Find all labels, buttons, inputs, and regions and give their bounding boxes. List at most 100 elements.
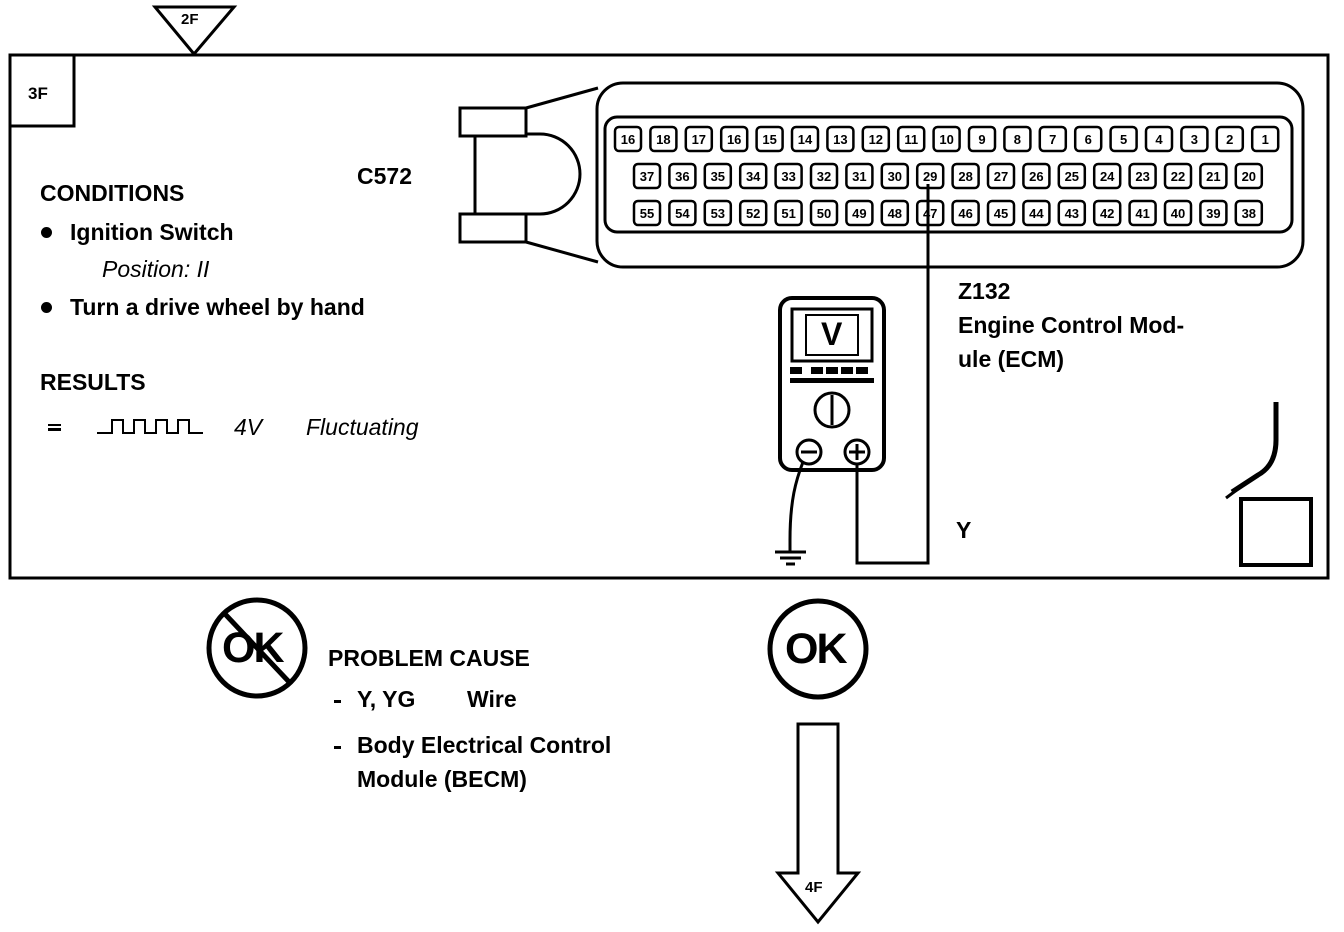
- pin-52: 52: [738, 199, 768, 227]
- pin-23: 23: [1128, 162, 1157, 190]
- pin-24: 24: [1092, 162, 1122, 190]
- pin-38: 38: [1234, 199, 1264, 227]
- pin-number: 10: [939, 132, 953, 147]
- pin-50: 50: [809, 199, 839, 227]
- step-id-label: 3F: [28, 84, 48, 103]
- negative-lead: [788, 461, 805, 541]
- pin-4: 4: [1144, 125, 1174, 153]
- pin-number: 17: [692, 132, 706, 147]
- pin-39: 39: [1199, 199, 1228, 227]
- connector-label: C572: [357, 163, 412, 189]
- pin-51: 51: [774, 199, 803, 227]
- pin-number: 35: [711, 169, 725, 184]
- pin-number: 55: [640, 206, 654, 221]
- next-step-arrow[interactable]: [774, 722, 862, 925]
- step-id-box: [8, 53, 76, 128]
- pin-20: 20: [1234, 162, 1264, 190]
- pin-number: 48: [888, 206, 902, 221]
- equals-icon: [48, 424, 61, 431]
- problem-cause-heading: PROBLEM CAUSE: [328, 645, 530, 671]
- cause-becm-line2: Module (BECM): [357, 766, 527, 792]
- pin-number: 22: [1171, 169, 1185, 184]
- pin-33: 33: [774, 162, 803, 190]
- module-name-line2: ule (ECM): [958, 346, 1065, 372]
- pin-17: 17: [684, 125, 714, 153]
- pin-number: 5: [1120, 132, 1127, 147]
- pin-25: 25: [1057, 162, 1087, 190]
- pin-number: 23: [1135, 169, 1149, 184]
- pin-28: 28: [951, 162, 980, 190]
- pin-27: 27: [986, 162, 1016, 190]
- pin-44: 44: [1022, 199, 1051, 227]
- ok-badge[interactable]: [767, 598, 869, 700]
- pin-number: 53: [711, 206, 725, 221]
- pin-3: 3: [1180, 125, 1209, 153]
- ok-badge-label: OK: [785, 625, 847, 673]
- pin-42: 42: [1092, 199, 1122, 227]
- pin-number: 43: [1065, 206, 1079, 221]
- pin-number: 4: [1155, 132, 1163, 147]
- pin-number: 33: [781, 169, 795, 184]
- pin-34: 34: [738, 162, 768, 190]
- pin-number: 7: [1049, 132, 1056, 147]
- pin-21: 21: [1199, 162, 1228, 190]
- results-heading: RESULTS: [40, 369, 146, 395]
- pin-number: 15: [762, 132, 776, 147]
- square-wave-icon: [97, 419, 203, 434]
- pin-number: 45: [994, 206, 1008, 221]
- pin-number: 24: [1100, 169, 1115, 184]
- pin-5: 5: [1109, 125, 1138, 153]
- pin-number: 18: [656, 132, 670, 147]
- pin-22: 22: [1163, 162, 1193, 190]
- pin-number: 46: [958, 206, 972, 221]
- pin-43: 43: [1057, 199, 1087, 227]
- pin-45: 45: [986, 199, 1016, 227]
- pin-number: 8: [1014, 132, 1021, 147]
- pin-number: 41: [1135, 206, 1149, 221]
- condition-ignition-position: Position: II: [102, 256, 210, 282]
- pin-14: 14: [790, 125, 820, 153]
- pin-number: 14: [798, 132, 813, 147]
- pin-47: 47: [915, 199, 945, 227]
- multimeter: [778, 296, 886, 472]
- pin-46: 46: [951, 199, 980, 227]
- pin-number: 47: [923, 206, 937, 221]
- pin-54: 54: [668, 199, 697, 227]
- pin-number: 42: [1100, 206, 1114, 221]
- pin-37: 37: [632, 162, 662, 190]
- pin-10: 10: [932, 125, 961, 153]
- cause-wire-colors: Y, YG: [357, 686, 416, 712]
- pin-number: 28: [958, 169, 972, 184]
- pin-number: 36: [675, 169, 689, 184]
- pin-number: 27: [994, 169, 1008, 184]
- not-ok-badge[interactable]: [206, 597, 308, 699]
- pin-number: 21: [1206, 169, 1220, 184]
- pin-number: 50: [817, 206, 831, 221]
- pin-number: 2: [1226, 132, 1233, 147]
- bullet-icon: [41, 302, 52, 313]
- pin-number: 29: [923, 169, 937, 184]
- pin-16: 16: [613, 125, 643, 153]
- pin-number: 12: [869, 132, 883, 147]
- pin-number: 37: [640, 169, 654, 184]
- cause-becm-line1: Body Electrical Control: [357, 732, 612, 758]
- pin-number: 31: [852, 169, 866, 184]
- pin-15: 15: [755, 125, 784, 153]
- pin-30: 30: [880, 162, 910, 190]
- pin-2: 2: [1215, 125, 1245, 153]
- pin-29: 29: [915, 162, 945, 190]
- pin-13: 13: [826, 125, 855, 153]
- prev-step-label: 2F: [181, 11, 199, 28]
- module-code: Z132: [958, 278, 1011, 304]
- pin-number: 49: [852, 206, 866, 221]
- pin-number: 3: [1191, 132, 1198, 147]
- pin-7: 7: [1038, 125, 1068, 153]
- pin-number: 54: [675, 206, 690, 221]
- prev-step-arrow[interactable]: [151, 5, 238, 57]
- positive-lead: [855, 184, 930, 565]
- pin-number: 51: [781, 206, 795, 221]
- pin-36: 36: [668, 162, 697, 190]
- pin-26: 26: [1022, 162, 1051, 190]
